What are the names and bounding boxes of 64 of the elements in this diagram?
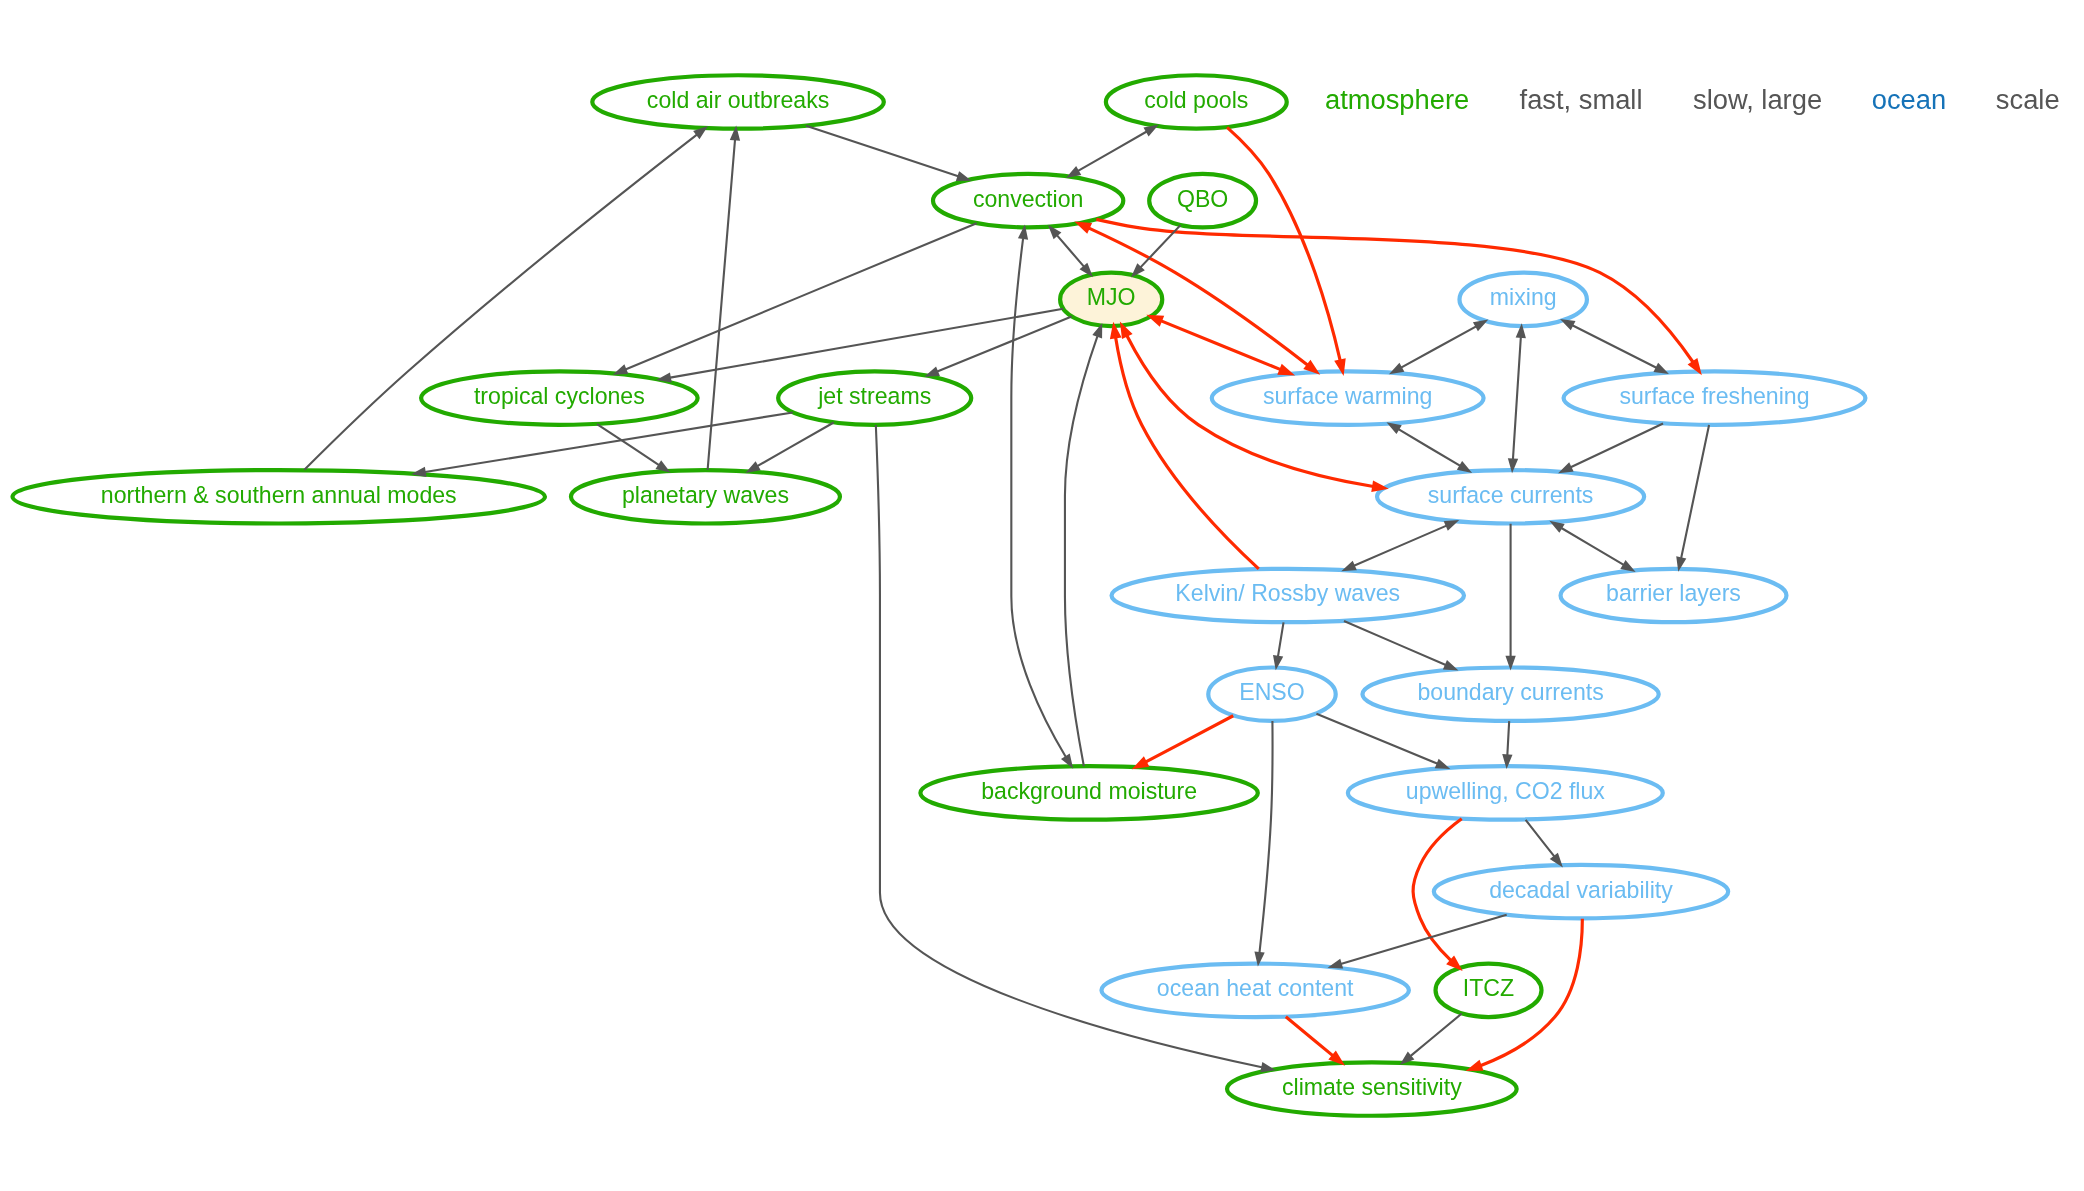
- arrow: [1273, 622, 1285, 671]
- node-ellipse: background moisture: [918, 764, 1260, 822]
- arrow: [1389, 319, 1489, 375]
- arrow: [1502, 721, 1513, 770]
- arrow: [1131, 714, 1234, 770]
- arrow: [411, 411, 793, 477]
- arrow: [1399, 1012, 1463, 1065]
- node-ellipse: boundary currents: [1360, 665, 1661, 723]
- arrow: [1146, 314, 1296, 376]
- node-ellipse: barrier layers: [1558, 566, 1789, 625]
- node-ellipse: decadal variability: [1431, 862, 1731, 921]
- arrow: [1343, 619, 1459, 671]
- label: ocean: [1871, 83, 1947, 115]
- arrow: [1386, 422, 1473, 473]
- node-ellipse: surface currents: [1374, 467, 1647, 526]
- node-ellipse: cold air outbreaks: [590, 73, 886, 131]
- arrow: [1074, 221, 1321, 375]
- label: atmosphere: [1324, 83, 1470, 115]
- label: fast, small: [1519, 83, 1643, 115]
- arrow: [805, 124, 972, 181]
- arrow: [1119, 321, 1389, 493]
- arrow: [1327, 913, 1507, 969]
- arrow: [1505, 523, 1516, 671]
- node-ellipse: QBO: [1147, 171, 1259, 230]
- node-ellipse: surface warming: [1209, 369, 1486, 427]
- arrow: [1130, 224, 1182, 278]
- arrow: [1524, 819, 1563, 868]
- label: scale: [1995, 83, 2060, 115]
- arrow: [612, 222, 978, 375]
- arrow: [656, 307, 1064, 383]
- arrow: [1095, 217, 1702, 376]
- arrow: [1226, 126, 1346, 376]
- arrow: [874, 425, 1276, 1073]
- node-ellipse: Kelvin/ Rossby waves: [1109, 566, 1467, 625]
- node-ellipse: surface freshening: [1561, 369, 1868, 427]
- arrow: [303, 126, 708, 471]
- arrow: [1507, 323, 1526, 474]
- arrow: [1560, 319, 1669, 374]
- node-ellipse: upwelling, CO2 flux: [1345, 764, 1665, 822]
- arrow: [596, 423, 671, 473]
- node-ellipse: cold pools: [1103, 73, 1289, 131]
- node-ellipse: ENSO: [1206, 665, 1338, 723]
- arrow: [1109, 321, 1260, 571]
- arrow: [1065, 124, 1159, 178]
- arrow: [1676, 424, 1711, 572]
- arrow: [1010, 224, 1074, 769]
- arrow: [745, 421, 835, 473]
- node-ellipse: jet streams: [776, 369, 974, 427]
- node-ellipse: ocean heat content: [1099, 961, 1411, 1020]
- arrow: [1047, 224, 1093, 278]
- arrow: [1411, 817, 1463, 972]
- node-ellipse: planetary waves: [568, 467, 843, 526]
- arrow: [1284, 1015, 1346, 1066]
- arrow: [1254, 721, 1274, 967]
- label: slow, large: [1693, 83, 1823, 115]
- arrow: [1341, 520, 1460, 572]
- arrow: [924, 315, 1072, 377]
- arrow: [1558, 422, 1664, 474]
- arrow: [706, 125, 741, 470]
- node-ellipse: ITCZ: [1433, 961, 1544, 1020]
- arrow: [1316, 712, 1451, 770]
- arrow: [1549, 520, 1636, 572]
- arrow: [1063, 322, 1103, 767]
- arrow: [1465, 918, 1584, 1071]
